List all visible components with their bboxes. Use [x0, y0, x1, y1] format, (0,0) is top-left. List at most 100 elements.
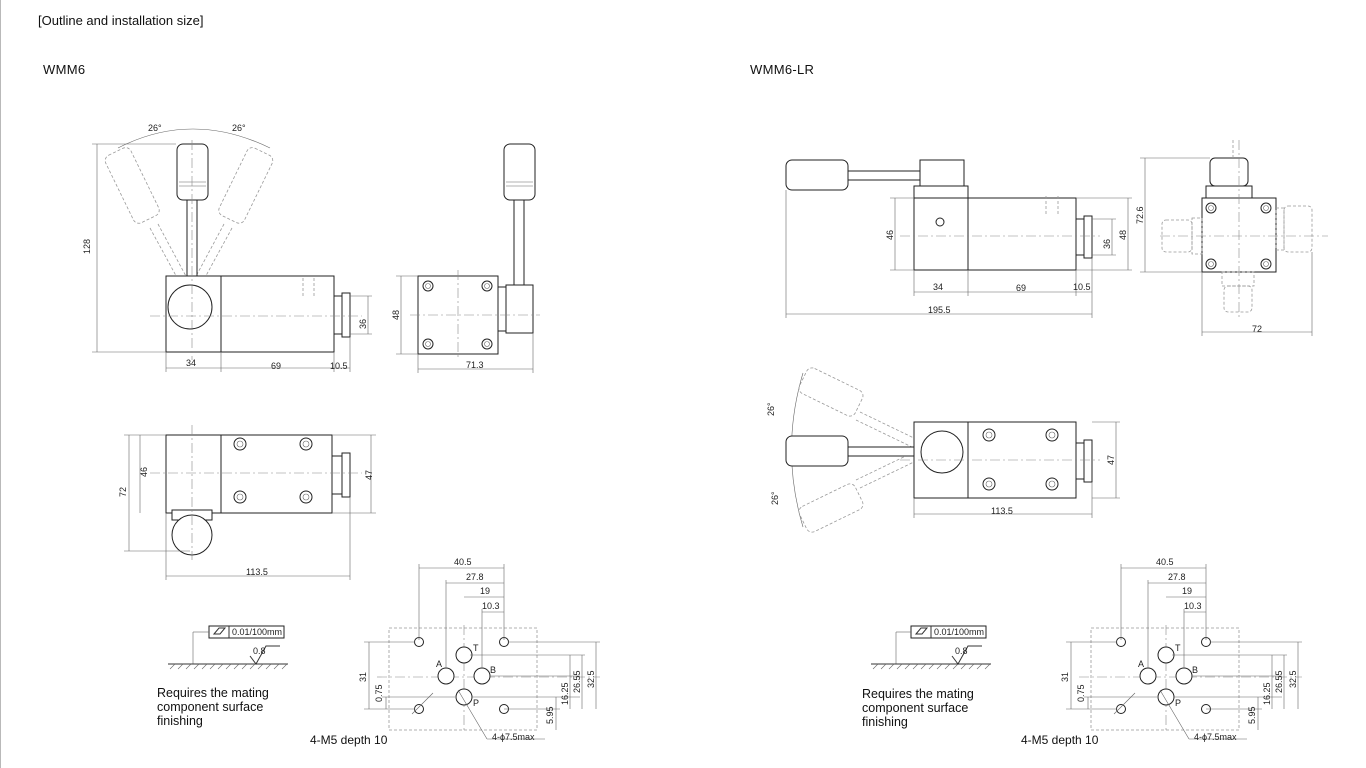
thread-note-left: 4-M5 depth 10 — [310, 733, 388, 747]
end-cap — [333, 295, 343, 335]
lr-angle-bottom: 26° — [770, 491, 780, 505]
flatness-label: 0.01/100mm — [232, 627, 282, 637]
dim-31: 31 — [358, 672, 368, 682]
lr-dim-36: 36 — [1102, 239, 1112, 249]
lr-lever-hub — [919, 159, 965, 187]
dim-10-3-right: 10.3 — [1184, 601, 1202, 611]
dim-36: 36 — [358, 319, 368, 329]
wmm6-top-view: 72 46 47 113.5 — [118, 425, 376, 580]
lr-lever-rod — [847, 170, 921, 181]
dim-10-3: 10.3 — [482, 601, 500, 611]
dim-26-55-right: 26.55 — [1274, 670, 1284, 693]
dim-16-25: 16.25 — [560, 682, 570, 705]
lr-dim-72-6: 72.6 — [1135, 206, 1145, 224]
wmm6-lr-side-view: 72.6 72 — [1135, 140, 1328, 336]
dim-40-5: 40.5 — [454, 557, 472, 567]
dim-0-75: 0.75 — [374, 684, 384, 702]
lever-handle — [176, 143, 209, 201]
dim-19-right: 19 — [1182, 586, 1192, 596]
dim-27-8: 27.8 — [466, 572, 484, 582]
dim-top-46: 46 — [139, 467, 149, 477]
ghost-lever-left — [104, 147, 189, 284]
side-lever-block — [505, 284, 534, 334]
hole-note: 4-ϕ7.5max — [492, 732, 535, 742]
model-label-wmm6: WMM6 — [43, 62, 86, 77]
lr-ghost-lever-bottom — [798, 451, 919, 533]
dim-32-5-right: 32.5 — [1288, 670, 1298, 688]
dim-71-3: 71.3 — [466, 360, 484, 370]
dim-32-5: 32.5 — [586, 670, 596, 688]
roughness-label: 0.8 — [253, 646, 266, 656]
dim-16-25-right: 16.25 — [1262, 682, 1272, 705]
port-p-right: P — [1175, 698, 1181, 708]
surface-finish-symbol-right: 0.01/100mm 0.8 — [871, 625, 991, 670]
port-p: P — [473, 698, 479, 708]
lr-lever-handle — [785, 159, 849, 191]
lr-top-pivot-ball — [920, 430, 964, 474]
lr-dim-47: 47 — [1106, 455, 1116, 465]
port-t-right: T — [1175, 643, 1181, 653]
surface-note-left: Requires the mating component surface fi… — [157, 686, 269, 728]
lr-dim-69: 69 — [1016, 283, 1026, 293]
surface-note-line1: Requires the mating — [157, 686, 269, 700]
lr-body — [967, 197, 1077, 271]
lr-dim-46: 46 — [885, 230, 895, 240]
dim-27-8-right: 27.8 — [1168, 572, 1186, 582]
surface-note-right: Requires the mating component surface fi… — [862, 687, 974, 729]
angle-left-label: 26° — [148, 123, 162, 133]
hole-note-right: 4-ϕ7.5max — [1194, 732, 1237, 742]
lr-dim-72: 72 — [1252, 324, 1262, 334]
lr-head — [913, 197, 969, 271]
lr-dim-34: 34 — [933, 282, 943, 292]
lr-angle-top: 26° — [766, 402, 776, 416]
dim-31-right: 31 — [1060, 672, 1070, 682]
port-b-right: B — [1192, 665, 1198, 675]
dim-128: 128 — [82, 239, 92, 254]
roughness-label-right: 0.8 — [955, 646, 968, 656]
port-a-right: A — [1138, 659, 1144, 669]
pivot-ball — [167, 284, 213, 330]
port-b: B — [490, 665, 496, 675]
wmm6-lr-top-view: 26° 26° 47 113.5 — [766, 367, 1120, 533]
dim-5-95-right: 5.95 — [1247, 706, 1257, 724]
dim-5-95: 5.95 — [545, 706, 555, 724]
lr-dim-113-5: 113.5 — [991, 506, 1013, 516]
page-left-border — [0, 0, 1, 768]
dim-48: 48 — [391, 310, 401, 320]
top-head — [165, 434, 222, 514]
angle-right-label: 26° — [232, 123, 246, 133]
lr-dim-48: 48 — [1118, 230, 1128, 240]
lr-dim-195-5: 195.5 — [928, 305, 951, 315]
angle-arc — [117, 128, 271, 149]
ghost-lever-right — [193, 147, 274, 284]
dim-26-55: 26.55 — [572, 670, 582, 693]
thread-note-right: 4-M5 depth 10 — [1021, 733, 1099, 747]
dim-40-5-right: 40.5 — [1156, 557, 1174, 567]
dim-0-75-right: 0.75 — [1076, 684, 1086, 702]
dim-69: 69 — [271, 361, 281, 371]
dim-top-113-5: 113.5 — [246, 567, 268, 577]
wmm6-lr-front-view: 46 36 48 34 69 10.5 195.5 — [785, 159, 1132, 318]
surface-note-line3-right: finishing — [862, 715, 908, 729]
valve-body — [220, 275, 335, 353]
side-lever-handle — [503, 143, 536, 201]
mounting-pattern-left: A B T P 40.5 27.8 19 10.3 31 0.75 5.95 1… — [358, 557, 600, 742]
flatness-label-right: 0.01/100mm — [934, 627, 984, 637]
surface-note-line2-right: component surface — [862, 701, 969, 715]
dim-10-5: 10.5 — [330, 361, 348, 371]
model-label-wmm6-lr: WMM6-LR — [750, 62, 815, 77]
lr-top-lever-handle — [785, 435, 849, 467]
dim-34: 34 — [186, 358, 196, 368]
surface-note-line1-right: Requires the mating — [862, 687, 974, 701]
dim-top-47: 47 — [364, 470, 374, 480]
dim-19: 19 — [480, 586, 490, 596]
surface-finish-symbol-left: 0.01/100mm 0.8 — [168, 625, 288, 670]
side-lever-rod — [513, 199, 525, 287]
lr-ghost-lever-top — [798, 367, 919, 449]
dim-top-72: 72 — [118, 487, 128, 497]
port-t: T — [473, 643, 479, 653]
page-heading: [Outline and installation size] — [38, 13, 204, 28]
wmm6-front-view: 26° 26° 128 — [82, 123, 372, 372]
surface-note-line2: component surface — [157, 700, 264, 714]
